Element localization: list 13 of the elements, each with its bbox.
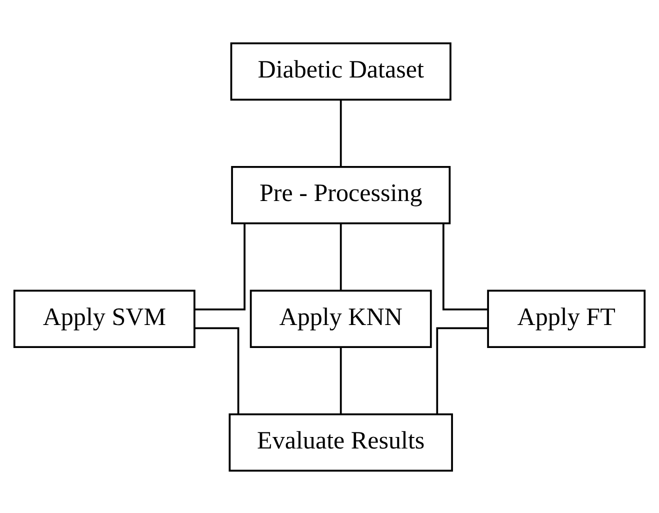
connector	[194, 326, 240, 414]
connector	[436, 326, 488, 414]
node-box: Evaluate Results	[228, 412, 453, 472]
node-box: Diabetic Dataset	[230, 42, 452, 100]
node-box: Apply FT	[487, 289, 646, 348]
connector	[442, 222, 488, 310]
connector	[340, 100, 342, 166]
connector	[340, 223, 342, 290]
connector	[194, 222, 246, 310]
node-box: Apply SVM	[13, 289, 196, 348]
node-box: Pre - Processing	[231, 166, 451, 224]
node-box: Apply KNN	[250, 289, 432, 348]
connector	[340, 347, 342, 414]
